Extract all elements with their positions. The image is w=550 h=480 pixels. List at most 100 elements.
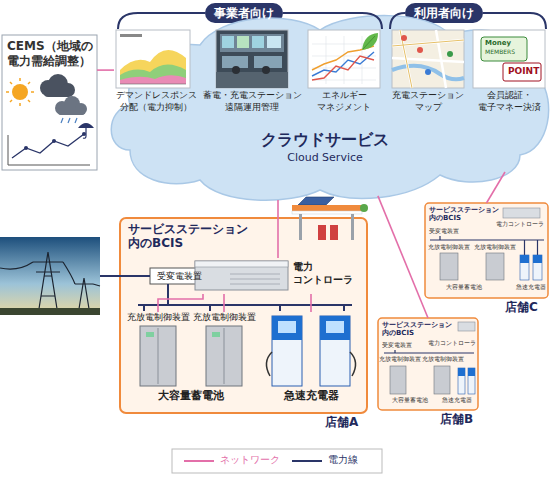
- station-map: [400, 30, 412, 88]
- network-connector: [277, 200, 279, 258]
- weather-icons: [78, 123, 94, 128]
- part-label: 電力コントローラ: [428, 340, 476, 347]
- node-sublabel: 店舗C: [505, 300, 545, 314]
- network-connector: [310, 294, 312, 312]
- weather-icons: [10, 82, 12, 84]
- mini-store-illustration: [503, 208, 540, 218]
- mini-store-illustration: [434, 366, 450, 394]
- node-label: 充電ステーション マップ: [388, 90, 468, 113]
- quick-charger: [272, 316, 302, 386]
- part-label: 受変電装置: [429, 228, 459, 235]
- quick-charger: [320, 316, 350, 340]
- legend-label: 電力線: [328, 454, 358, 466]
- legend-label: ネットワーク: [220, 454, 280, 466]
- service-station-illustration: [292, 211, 362, 214]
- storage-battery-cabinet: [140, 326, 242, 386]
- quick-charger: [266, 352, 272, 376]
- mini-store-illustration: [458, 368, 465, 376]
- power-controller-server: [230, 279, 280, 280]
- control-room-photo: [237, 36, 249, 48]
- tab-bracket: [483, 13, 546, 29]
- control-room-photo: [216, 30, 288, 88]
- power-controller-server: [230, 274, 280, 275]
- storage-battery-cabinet: [140, 326, 176, 386]
- service-panel: 充電ステーション マップ: [388, 28, 468, 118]
- mini-store-illustration: [458, 322, 475, 331]
- weather-icons: [6, 78, 34, 106]
- storage-battery-cabinet: [224, 328, 225, 384]
- node-label: 充放電制御装置: [126, 312, 190, 323]
- network-connector: [97, 69, 114, 71]
- weather-icons: [12, 134, 84, 158]
- service-station-illustration: [318, 225, 326, 240]
- node-label: サービスステーション 内のBCIS: [382, 321, 456, 338]
- service-station-illustration: [299, 214, 302, 240]
- storage-battery-cabinet: [212, 332, 220, 337]
- storage-battery-cabinet: [146, 332, 154, 337]
- store-box: サービスステーション 内のBCIS店舗A受変電装置電力 コントローラ大容量蓄電池…: [120, 218, 367, 413]
- node-sublabel: Cloud Service: [225, 151, 425, 164]
- service-station-illustration: [292, 197, 368, 240]
- transmission-tower-photo: [33, 262, 63, 296]
- membership-card-icon: [503, 63, 541, 81]
- service-station-illustration: [330, 225, 338, 240]
- mini-store-illustration: [486, 253, 504, 280]
- demand-response-chart: [116, 30, 190, 88]
- node-label: 受変電装置: [150, 268, 208, 284]
- quick-charger: [278, 321, 296, 333]
- control-room-photo: [232, 66, 240, 74]
- weather-icons: [61, 118, 63, 123]
- quick-charger: [350, 352, 356, 376]
- power-controller: 電力 コントローラ: [195, 258, 361, 294]
- demand-response-chart: [120, 84, 186, 85]
- weather-icons: [10, 100, 12, 102]
- demand-response-chart: [120, 50, 186, 84]
- mini-store-illustration: [458, 368, 465, 394]
- node-label: 会員認証・ 電子マネー決済: [470, 90, 548, 113]
- part-label: 電力コントローラ: [496, 221, 544, 228]
- legend-frame: [172, 449, 382, 473]
- network-connector: [378, 196, 428, 318]
- quick-charger: [326, 321, 344, 333]
- service-station-illustration: [298, 197, 334, 205]
- power-line: [138, 304, 352, 306]
- network-connector: [158, 294, 203, 312]
- node-outline: [2, 35, 97, 170]
- cloud-shape: クラウドサービスCloud Serviceデマンドレスポンス 分配（電力抑制）蓄…: [105, 12, 548, 202]
- control-room-photo: [254, 56, 282, 68]
- station-map: [392, 40, 464, 46]
- power-controller-server: [195, 261, 288, 267]
- energy-management-chart: [308, 30, 380, 88]
- weather-icons: [68, 118, 70, 123]
- quick-charger: [266, 316, 355, 386]
- mini-store-illustration: [533, 255, 542, 280]
- power-controller-server: [230, 274, 280, 284]
- legend-line-sample: [184, 460, 214, 462]
- control-room-photo: [252, 36, 264, 48]
- node-label: クラウドサービス: [225, 130, 425, 149]
- node-label: サービスステーション 内のBCIS: [429, 206, 503, 223]
- mini-store-illustration: [520, 255, 529, 280]
- weather-icons: [19, 78, 21, 81]
- weather-icons: [52, 139, 56, 143]
- mini-store-illustration: [520, 255, 529, 263]
- part-label: 充放電制御装置: [379, 356, 421, 363]
- weather-icons: [6, 74, 94, 165]
- part-label: 大容量蓄電池: [392, 397, 428, 404]
- mini-store-illustration: [440, 253, 458, 280]
- service-station-illustration: [292, 205, 362, 211]
- node-outline: [205, 3, 283, 23]
- power-line: [167, 284, 169, 305]
- weather-icons: [24, 132, 86, 150]
- part-label: 大容量蓄電池: [446, 284, 482, 291]
- part-label: Money: [485, 39, 511, 47]
- control-room-photo: [216, 72, 288, 88]
- energy-management-chart: [312, 56, 374, 80]
- part-label: MEMBERS: [485, 49, 515, 56]
- energy-management-chart: [362, 36, 363, 84]
- service-panel: エネルギー マネジメント: [304, 28, 384, 118]
- station-map: [436, 30, 446, 88]
- weather-icons: [82, 132, 86, 136]
- mini-store-illustration: [468, 368, 475, 376]
- mini-store-illustration: [533, 255, 542, 263]
